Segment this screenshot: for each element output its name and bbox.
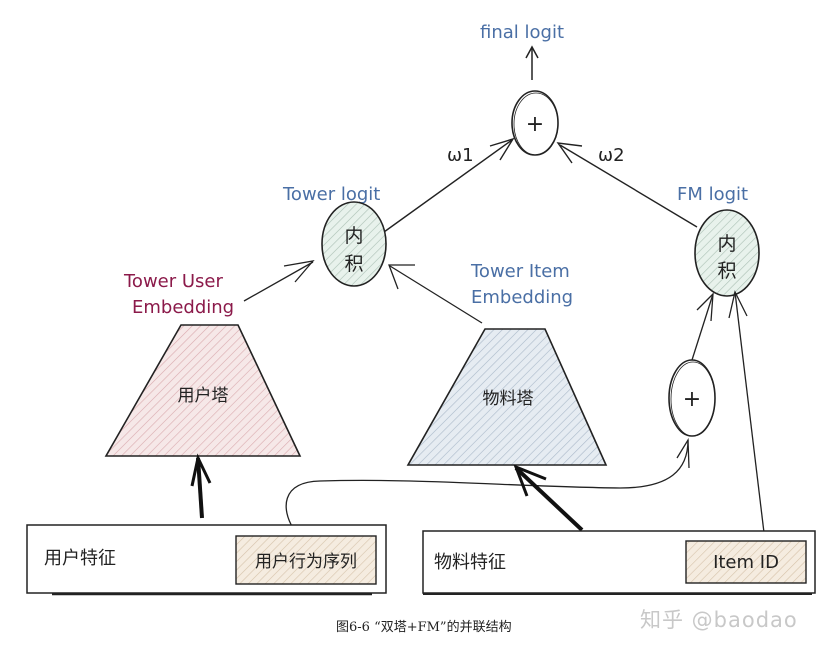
item-tower-label: 物料塔	[483, 389, 534, 409]
user-tower: 用户塔	[104, 324, 302, 457]
sum-node-fm-symbol: +	[683, 387, 701, 412]
tower-inner-product-node: 内 积	[321, 201, 387, 287]
arrow-item-embedding-to-inner-product	[388, 264, 483, 324]
user-tower-label: 用户塔	[178, 386, 229, 406]
weight-w2-label: ω2	[598, 145, 625, 166]
final-logit-label: final logit	[480, 22, 564, 43]
final-logit-arrow	[525, 45, 539, 80]
sum-node-top: +	[511, 90, 559, 156]
tower-item-embedding-label-line1: Tower Item	[470, 261, 570, 282]
sum-node-top-symbol: +	[526, 112, 544, 137]
tower-item-embedding-label-line2: Embedding	[471, 287, 573, 308]
fm-inner-product-char2: 积	[717, 260, 736, 282]
arrow-item-id-to-fm-inner-product	[728, 290, 766, 542]
sum-node-fm: +	[668, 359, 716, 437]
tower-inner-product-char1: 内	[344, 225, 363, 247]
weight-w1-label: ω1	[447, 145, 474, 166]
watermark: 知乎 @baodao	[640, 608, 798, 632]
item-features-box: 物料特征 Item ID	[422, 530, 816, 595]
fm-logit-label: FM logit	[677, 184, 748, 205]
user-features-label: 用户特征	[44, 548, 116, 569]
arrow-fm-logit-to-sum	[556, 142, 698, 228]
item-id-label: Item ID	[713, 552, 779, 573]
tower-logit-label: Tower logit	[282, 184, 380, 205]
item-id-tag: Item ID	[685, 540, 807, 584]
arrow-behavior-seq-to-fm-sum	[285, 437, 690, 529]
user-behavior-sequence-tag: 用户行为序列	[235, 535, 377, 585]
figure-caption: 图6-6 “双塔+FM”的并联结构	[336, 620, 512, 635]
fm-inner-product-char1: 内	[717, 233, 736, 255]
arrow-user-features-to-user-tower	[190, 453, 212, 519]
user-behavior-sequence-label: 用户行为序列	[255, 552, 357, 572]
item-features-label: 物料特征	[434, 552, 506, 573]
tower-user-embedding-label-line1: Tower User	[123, 271, 223, 292]
user-features-box: 用户特征 用户行为序列	[26, 524, 387, 596]
tower-inner-product-char2: 积	[344, 253, 363, 275]
arrow-user-embedding-to-inner-product	[243, 260, 315, 302]
tower-user-embedding-label-line2: Embedding	[132, 297, 234, 318]
arrow-item-features-to-item-tower	[513, 464, 584, 532]
fm-inner-product-node: 内 积	[694, 209, 760, 297]
arrow-tower-logit-to-sum	[383, 137, 515, 233]
arrow-fm-sum-to-fm-inner-product	[691, 292, 714, 361]
item-tower: 物料塔	[406, 328, 608, 466]
